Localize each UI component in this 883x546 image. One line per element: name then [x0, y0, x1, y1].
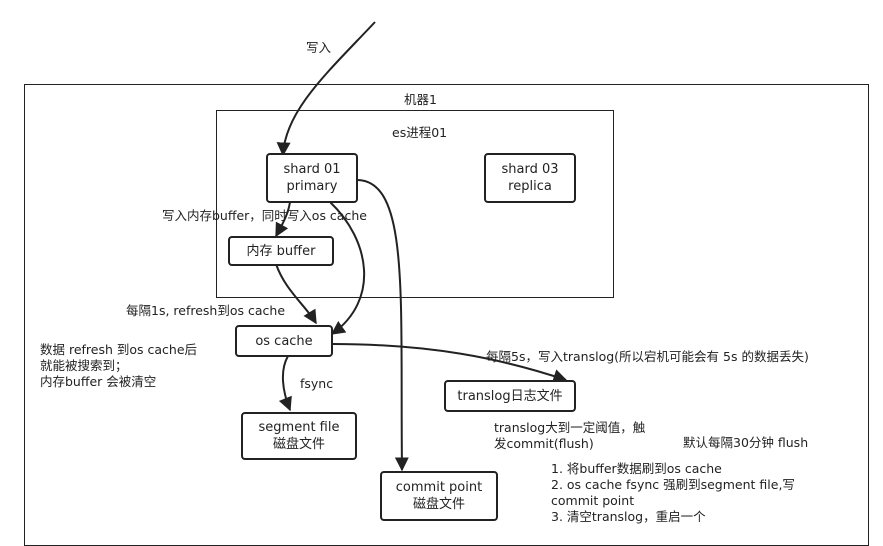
annotation-translog-threshold: translog大到一定阈值，触 发commit(flush)	[494, 420, 646, 451]
translog-file-box: translog日志文件	[444, 380, 576, 412]
arrow-primary-to-buffer	[275, 201, 291, 238]
shard-replica-box: shard 03 replica	[484, 153, 576, 203]
annotation-data-refresh: 数据 refresh 到os cache后 就能被搜索到； 内存buffer 会…	[40, 342, 198, 389]
memory-buffer-label: 内存 buffer	[246, 243, 316, 259]
os-cache-box: os cache	[235, 325, 333, 357]
segment-file-box: segment file 磁盘文件	[241, 412, 357, 460]
write-label: 写入	[306, 40, 332, 55]
shard-primary-box: shard 01 primary	[266, 153, 358, 203]
arrow-buffer-to-oscache	[275, 263, 317, 325]
arrow-oscache-to-translog	[331, 343, 568, 383]
arrow-primary-to-oscache	[329, 201, 365, 335]
process-label: es进程01	[392, 125, 448, 140]
segment-file-desc: 磁盘文件	[272, 437, 325, 452]
commit-point-desc: 磁盘文件	[412, 497, 465, 512]
annotation-write-buffer: 写入内存buffer，同时写入os cache	[162, 208, 367, 223]
shard-replica-role: replica	[508, 179, 552, 194]
annotation-refresh: 每隔1s, refresh到os cache	[126, 303, 286, 318]
shard-primary-name: shard 01	[283, 162, 341, 177]
memory-buffer-box: 内存 buffer	[228, 236, 334, 266]
machine-label: 机器1	[404, 92, 437, 107]
process-frame	[216, 110, 614, 298]
shard-replica-name: shard 03	[501, 162, 559, 177]
os-cache-label: os cache	[255, 333, 313, 349]
translog-file-label: translog日志文件	[457, 388, 563, 404]
segment-file-name: segment file	[258, 420, 340, 435]
annotation-fsync: fsync	[300, 376, 334, 391]
commit-point-name: commit point	[395, 480, 483, 495]
annotation-flush-steps: 1. 将buffer数据刷到os cache 2. os cache fsync…	[551, 461, 795, 524]
commit-point-box: commit point 磁盘文件	[380, 471, 498, 521]
arrow-primary-to-commitpoint	[357, 179, 409, 472]
arrow-oscache-to-segment	[278, 355, 292, 412]
annotation-translog-every5s: 每隔5s，写入translog(所以宕机可能会有 5s 的数据丢失)	[486, 349, 809, 364]
shard-primary-role: primary	[286, 179, 338, 194]
arrow-write-in	[276, 21, 376, 157]
annotation-flush-default: 默认每隔30分钟 flush	[683, 435, 809, 450]
